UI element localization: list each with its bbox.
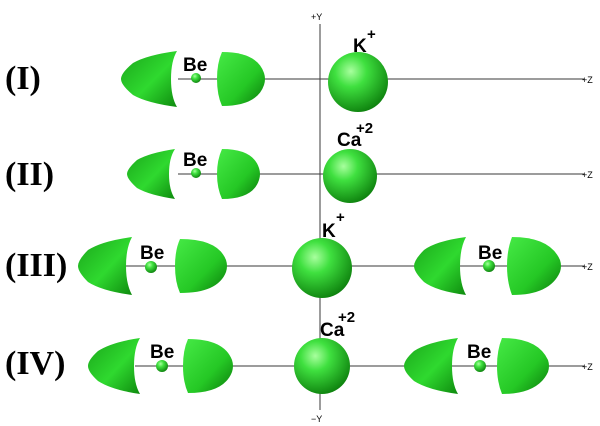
row-3-cation-charge: + bbox=[336, 209, 345, 226]
row-3-be-atom-left bbox=[145, 261, 157, 273]
row-2-cation-symbol: Ca bbox=[337, 130, 362, 151]
row-3-right-lobe-pair bbox=[414, 237, 561, 295]
row-2-cation-sphere bbox=[323, 149, 377, 203]
lobe-right bbox=[217, 149, 260, 199]
row-4-label: (IV) bbox=[5, 345, 65, 382]
y-axis-bottom-label: −Y bbox=[311, 414, 322, 424]
row-3-left-lobe-pair bbox=[78, 237, 227, 295]
y-axis-top-label: +Y bbox=[311, 12, 322, 22]
lobe-right bbox=[497, 338, 549, 394]
lobe-left bbox=[78, 237, 132, 295]
row-4-cation-sphere bbox=[294, 338, 350, 394]
lobe-left bbox=[414, 237, 466, 295]
row-1-z-label: +Z bbox=[582, 75, 593, 85]
row-2-z-label: +Z bbox=[582, 170, 593, 180]
row-3-cation-sphere bbox=[292, 238, 352, 298]
lobe-right bbox=[183, 339, 233, 393]
row-3-label: (III) bbox=[5, 247, 67, 284]
row-1-cation-charge: + bbox=[367, 26, 376, 43]
lobe-right bbox=[217, 52, 265, 106]
row-1-cation-sphere bbox=[328, 52, 388, 112]
row-2-label: (II) bbox=[5, 156, 54, 193]
row-4: (IV) +Z Be Ca +2 Be bbox=[5, 309, 593, 394]
row-1-left-lobe-pair bbox=[121, 51, 265, 107]
lobe-left bbox=[88, 338, 140, 394]
row-1-cation-symbol: K bbox=[353, 36, 367, 57]
row-1-label: (I) bbox=[5, 60, 41, 97]
row-4-left-lobe-pair bbox=[88, 338, 233, 394]
row-4-right-lobe-pair bbox=[404, 338, 549, 394]
row-2: (II) +Z Be Ca +2 bbox=[5, 120, 593, 203]
row-3-be-label-left: Be bbox=[140, 243, 164, 264]
row-2-be-label: Be bbox=[183, 150, 207, 171]
row-3-be-atom-right bbox=[483, 260, 495, 272]
row-1-be-atom bbox=[191, 73, 201, 83]
row-1-be-label: Be bbox=[183, 55, 207, 76]
row-4-be-label-left: Be bbox=[150, 342, 174, 363]
row-4-be-atom-right bbox=[474, 360, 486, 372]
row-4-be-atom-left bbox=[156, 360, 168, 372]
row-4-cation-charge: +2 bbox=[338, 309, 355, 326]
row-2-left-lobe-pair bbox=[127, 149, 260, 199]
row-3-be-label-right: Be bbox=[478, 243, 502, 264]
lobe-left bbox=[127, 149, 175, 199]
row-2-cation-charge: +2 bbox=[356, 120, 373, 137]
lobe-right bbox=[175, 239, 227, 293]
row-4-cation-symbol: Ca bbox=[320, 320, 345, 341]
row-4-be-label-right: Be bbox=[467, 342, 491, 363]
row-3-cation-symbol: K bbox=[322, 221, 336, 242]
lobe-left bbox=[404, 338, 458, 394]
lobe-right bbox=[507, 237, 561, 295]
row-3-z-label: +Z bbox=[582, 262, 593, 272]
row-1: (I) +Z Be K + bbox=[5, 26, 593, 112]
lobe-left bbox=[121, 51, 177, 107]
row-2-be-atom bbox=[191, 168, 201, 178]
row-3: (III) +Z Be K + Be bbox=[5, 209, 593, 298]
row-4-z-label: +Z bbox=[582, 362, 593, 372]
